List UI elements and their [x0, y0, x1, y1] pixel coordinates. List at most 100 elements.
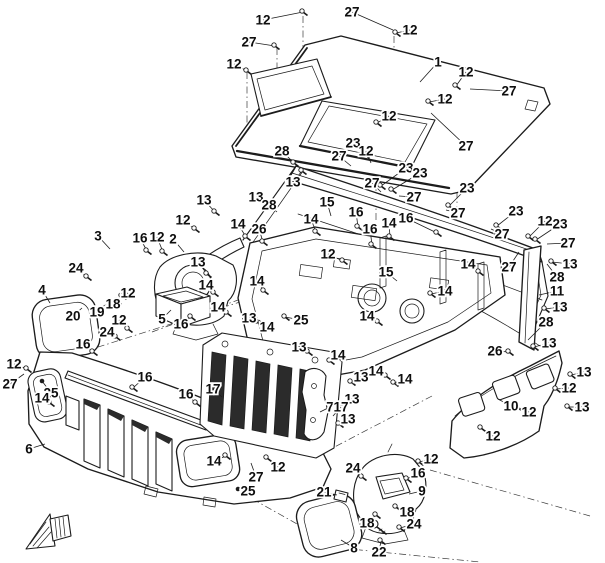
callout-leader	[96, 303, 107, 313]
callout-12: 12	[149, 230, 164, 245]
callout-25: 25	[240, 484, 256, 499]
callout-leader	[490, 228, 503, 235]
callout-14: 14	[397, 372, 413, 387]
callout-14: 14	[460, 257, 476, 272]
callout-8: 8	[350, 541, 358, 556]
callout-leader	[544, 306, 561, 310]
screw-icon	[124, 325, 134, 334]
screw-icon	[335, 420, 345, 429]
callout-25: 25	[43, 386, 59, 401]
callout-23: 23	[459, 181, 475, 196]
callout-13: 13	[574, 400, 590, 415]
callout-14: 14	[437, 284, 453, 299]
callout-27: 27	[450, 206, 465, 221]
front-fascia-drawing	[27, 351, 332, 508]
callout-leader	[546, 263, 558, 278]
callout-12: 12	[358, 144, 373, 159]
callout-leader	[508, 251, 520, 268]
callout-27: 27	[501, 260, 516, 275]
corner-part-icon	[25, 513, 72, 550]
callout-12: 12	[381, 109, 396, 124]
callout-12: 12	[320, 247, 335, 262]
screw-icon	[46, 399, 56, 408]
screw-icon	[260, 287, 270, 296]
callout-leader	[351, 11, 394, 31]
callout-16: 16	[173, 317, 189, 332]
callout-26: 26	[487, 344, 503, 359]
callout-leader	[391, 172, 421, 191]
screw-icon	[433, 229, 443, 238]
callout-5: 5	[158, 312, 166, 327]
screw-icon	[386, 233, 396, 242]
callout-leader	[258, 319, 268, 328]
callout-leader	[28, 443, 46, 450]
callout-14: 14	[34, 391, 50, 406]
screw-icon	[191, 225, 201, 234]
callout-leader	[248, 41, 276, 47]
callout-leader	[448, 187, 468, 207]
callout-leader	[332, 406, 342, 417]
callout-17: 17	[205, 382, 220, 397]
screw-icon	[113, 297, 123, 306]
callout-27: 27	[344, 5, 359, 20]
screw-icon	[271, 42, 281, 51]
screw-icon	[415, 458, 425, 467]
screw-icon	[339, 257, 349, 266]
engine-tray-drawing	[237, 226, 506, 393]
callout-27: 27	[2, 377, 17, 392]
callout-13: 13	[241, 311, 257, 326]
callout-14: 14	[198, 278, 214, 293]
callout-leader	[527, 321, 547, 341]
callout-leader	[72, 307, 83, 317]
screw-icon	[374, 318, 384, 327]
callout-14: 14	[249, 274, 265, 289]
screw-icon	[358, 473, 368, 482]
callout-12: 12	[402, 23, 417, 38]
callout-leader	[419, 61, 439, 83]
screw-icon	[445, 202, 455, 211]
callout-leader	[405, 217, 438, 234]
screw-icon	[222, 452, 232, 461]
callout-18: 18	[359, 516, 375, 531]
screw-icon	[368, 241, 378, 250]
callout-13: 13	[196, 193, 212, 208]
screw-icon	[567, 371, 577, 380]
callout-leader	[132, 376, 146, 389]
callout-12: 12	[537, 214, 552, 229]
callout-leader	[408, 490, 423, 495]
callout-12: 12	[111, 313, 126, 328]
screw-icon	[304, 348, 314, 357]
callout-13: 13	[541, 336, 557, 351]
screw-icon	[530, 343, 540, 352]
callout-leader	[497, 398, 512, 407]
screw-icon	[159, 248, 169, 257]
callout-leader	[341, 398, 353, 405]
callout-leader	[528, 220, 546, 238]
screw-icon	[525, 233, 535, 242]
callout-13: 13	[291, 340, 307, 355]
screw-icon	[382, 372, 392, 381]
screw-icon	[299, 8, 309, 17]
callout-23: 23	[508, 204, 524, 219]
callout-15: 15	[319, 195, 335, 210]
callout-1: 1	[434, 55, 442, 70]
screw-icon	[223, 309, 233, 318]
callout-24: 24	[99, 325, 115, 340]
screw-icon	[243, 67, 253, 76]
screw-icon	[377, 537, 387, 546]
callout-leader	[399, 523, 415, 529]
callout-27: 27	[241, 35, 256, 50]
callout-12: 12	[120, 286, 135, 301]
callout-14: 14	[330, 348, 346, 363]
screw-icon	[263, 454, 273, 463]
callout-12: 12	[423, 452, 438, 467]
screw-icon	[281, 313, 291, 322]
screw-icon	[372, 511, 382, 520]
callout-13: 13	[190, 255, 206, 270]
screw-icon	[564, 403, 574, 412]
clip-part-drawing	[333, 489, 349, 503]
screw-icon	[425, 98, 435, 107]
screw-icon	[541, 305, 551, 314]
headlight-bezel-left-drawing	[31, 294, 101, 360]
